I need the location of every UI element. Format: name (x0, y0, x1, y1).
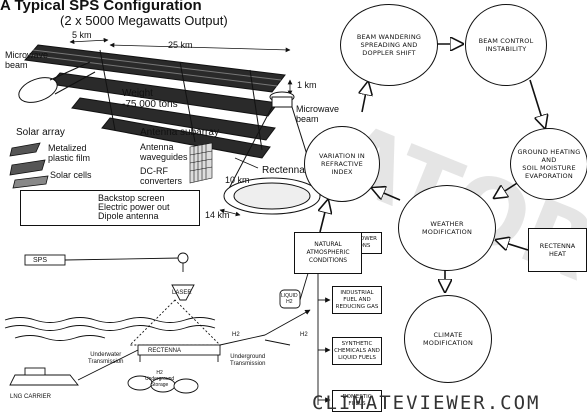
dim-14km-label: 14 km (205, 210, 230, 220)
liquid-h2-label: LIQUID H2 (281, 293, 298, 305)
flow-sps-label: SPS (33, 257, 48, 264)
underground-label: Underground Transmission (230, 354, 266, 367)
rectenna-heat-box: RECTENNA HEAT (528, 228, 587, 272)
beam-cone (223, 106, 321, 215)
solar-array-panels (24, 44, 286, 159)
solar-cells-label: Solar cells (50, 170, 92, 180)
length-25km-label: 25 km (168, 40, 193, 50)
rectenna-label: Rectenna (262, 165, 305, 176)
flow-rectenna-label: RECTENNA (148, 348, 182, 354)
microwave-beam-right-label: Microwave beam (296, 104, 340, 124)
microwave-beam-left-label: Microwave beam (5, 50, 49, 70)
domestic-fuels-box: DOMESTIC FUELS (332, 390, 382, 412)
antenna-subarray-grid (189, 142, 213, 184)
width-5km-label: 5 km (72, 30, 92, 40)
solar-cell-sketches (9, 142, 49, 189)
h2-right-label: H2 (300, 332, 308, 338)
brand-watermark: CLIMATEVIEWER.COM (312, 392, 541, 414)
legend-box (20, 190, 200, 226)
page-subtitle: (2 x 5000 Megawatts Output) (60, 13, 228, 28)
antenna-subarray-label: Antenna subarray (140, 127, 219, 138)
node-beam-wandering: BEAM WANDERING SPREADING AND DOPPLER SHI… (340, 4, 438, 86)
dim-10km-label: 10 km (225, 175, 250, 185)
synthetic-chemicals-box: SYNTHETIC CHEMICALS AND LIQUID FUELS (332, 337, 382, 365)
dcrf-converters-label: DC-RF converters (140, 166, 183, 186)
dimension-lines (69, 37, 293, 217)
natural-conditions-box: NATURAL ATMOSPHERIC CONDITIONS (294, 232, 362, 274)
node-weather-modification: WEATHER MODIFICATION (398, 185, 496, 271)
legend-electric-power: Electric power out (98, 202, 170, 212)
metalized-film-label: Metalized plastic film (48, 143, 91, 163)
node-variation-refractive: VARIATION IN REFRACTIVE INDEX (304, 126, 380, 202)
lng-carrier-label: LNG CARRIER (10, 394, 52, 400)
node-ground-heating: GROUND HEATING AND SOIL MOISTURE EVAPORA… (510, 128, 587, 200)
node-beam-control: BEAM CONTROL INSTABILITY (465, 4, 547, 86)
node-climate-modification: CLIMATE MODIFICATION (404, 295, 492, 383)
h2-storage-label: H2 Underground Storage (145, 370, 175, 388)
solar-array-label: Solar array (16, 127, 65, 138)
width-1km-label: 1 km (297, 80, 317, 90)
weight-label: Weight -75 000 tons (122, 88, 178, 110)
transmit-antenna (269, 91, 295, 108)
industrial-fuel-box: INDUSTRIAL FUEL AND REDUCING GAS (332, 286, 382, 314)
laser-label: LASER (172, 290, 192, 296)
underwater-label: Underwater Transmission (88, 352, 124, 365)
legend-backstop: Backstop screen (98, 193, 165, 203)
flow-graphics (4, 239, 331, 405)
antenna-waveguides-label: Antenna waveguides (140, 142, 188, 162)
left-beam (18, 61, 96, 103)
page-title: A Typical SPS Configuration (0, 0, 202, 14)
h2-top-label: H2 (232, 332, 240, 338)
legend-dipole: Dipole antenna (98, 211, 159, 221)
